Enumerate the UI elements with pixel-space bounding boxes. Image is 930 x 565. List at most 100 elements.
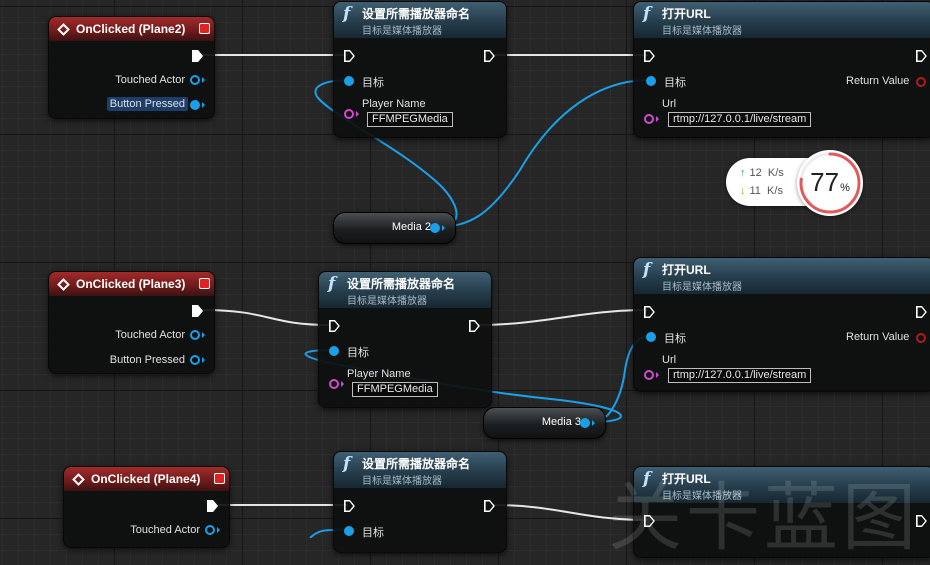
media-variable-node[interactable]: Media 2 bbox=[333, 212, 456, 244]
event-node-plane4[interactable]: OnClicked (Plane4) Touched Actor bbox=[63, 466, 230, 548]
target-label: 目标 bbox=[664, 333, 686, 345]
button-pressed-label: Button Pressed bbox=[106, 97, 188, 111]
touched-actor-pin[interactable] bbox=[205, 525, 215, 535]
function-subtitle: 目标是媒体播放器 bbox=[662, 491, 742, 502]
pin-arrow-icon bbox=[656, 372, 659, 378]
touched-actor-label: Touched Actor bbox=[115, 74, 185, 86]
exec-in-pin[interactable] bbox=[344, 500, 355, 512]
set-player-name-node[interactable]: f 设置所需播放器命名 目标是媒体播放器 目标 Player Name FFMP… bbox=[318, 271, 492, 408]
event-node-plane3[interactable]: OnClicked (Plane3) Touched Actor Button … bbox=[48, 271, 215, 374]
touched-actor-pin[interactable] bbox=[190, 75, 200, 85]
exec-in-pin[interactable] bbox=[644, 50, 655, 62]
return-value-label: Return Value bbox=[846, 331, 910, 343]
target-pin[interactable] bbox=[646, 332, 656, 342]
exec-in-pin[interactable] bbox=[329, 320, 340, 332]
delegate-pin-icon[interactable] bbox=[214, 473, 225, 484]
upload-arrow-icon: ↑ bbox=[740, 167, 746, 179]
pin-arrow-icon bbox=[202, 332, 205, 338]
function-title: 设置所需播放器命名 bbox=[362, 457, 471, 471]
variable-label: Media 2 bbox=[391, 221, 431, 233]
pin-arrow-icon bbox=[356, 111, 359, 117]
pin-arrow-icon bbox=[202, 357, 205, 363]
exec-out-pin[interactable] bbox=[484, 500, 495, 512]
pin-arrow-icon bbox=[656, 116, 659, 122]
exec-in-pin[interactable] bbox=[644, 515, 655, 527]
function-node-header: f 设置所需播放器命名 目标是媒体播放器 bbox=[319, 272, 491, 308]
function-node-header: f 打开URL 目标是媒体播放器 bbox=[634, 467, 930, 503]
event-node-header: OnClicked (Plane2) bbox=[49, 17, 214, 41]
return-value-pin[interactable] bbox=[916, 333, 926, 343]
event-node-header: OnClicked (Plane4) bbox=[64, 467, 229, 491]
player-name-input[interactable]: FFMPEGMedia bbox=[352, 382, 438, 397]
function-icon: f bbox=[343, 4, 351, 24]
function-node-header: f 打开URL 目标是媒体播放器 bbox=[634, 2, 930, 38]
function-icon: f bbox=[643, 260, 651, 280]
exec-in-pin[interactable] bbox=[344, 50, 355, 62]
function-subtitle: 目标是媒体播放器 bbox=[662, 26, 742, 37]
touched-actor-label: Touched Actor bbox=[130, 524, 200, 536]
open-url-node[interactable]: f 打开URL 目标是媒体播放器 bbox=[633, 466, 930, 558]
delegate-pin-icon[interactable] bbox=[199, 23, 210, 34]
exec-wire bbox=[476, 309, 649, 326]
event-diamond-icon bbox=[57, 277, 70, 291]
event-node-header: OnClicked (Plane3) bbox=[49, 272, 214, 296]
button-pressed-pin[interactable] bbox=[190, 355, 200, 365]
url-pin[interactable] bbox=[644, 370, 654, 380]
download-arrow-icon: ↓ bbox=[740, 185, 746, 197]
function-subtitle: 目标是媒体播放器 bbox=[662, 282, 742, 293]
function-icon: f bbox=[643, 4, 651, 24]
set-player-name-node[interactable]: f 设置所需播放器命名 目标是媒体播放器 目标 Player Name FFMP… bbox=[333, 1, 507, 138]
url-pin[interactable] bbox=[644, 114, 654, 124]
variable-out-pin[interactable] bbox=[580, 418, 590, 428]
open-url-node[interactable]: f 打开URL 目标是媒体播放器 目标 Return Value Url rtm… bbox=[633, 1, 930, 138]
exec-out-pin[interactable] bbox=[484, 50, 495, 62]
touched-actor-pin[interactable] bbox=[190, 330, 200, 340]
pin-arrow-icon bbox=[341, 381, 344, 387]
button-pressed-label: Button Pressed bbox=[109, 354, 185, 366]
delegate-pin-icon[interactable] bbox=[199, 278, 210, 289]
function-icon: f bbox=[643, 469, 651, 489]
event-node-plane2[interactable]: OnClicked (Plane2) Touched Actor Button … bbox=[48, 16, 215, 119]
player-name-pin[interactable] bbox=[344, 109, 354, 119]
gauge-ring bbox=[799, 152, 861, 214]
target-pin[interactable] bbox=[646, 76, 656, 86]
exec-in-pin[interactable] bbox=[644, 306, 655, 318]
function-node-header: f 设置所需播放器命名 目标是媒体播放器 bbox=[334, 2, 506, 38]
return-value-label: Return Value bbox=[846, 75, 910, 87]
set-player-name-node[interactable]: f 设置所需播放器命名 目标是媒体播放器 目标 bbox=[333, 451, 507, 553]
button-pressed-pin[interactable] bbox=[190, 100, 200, 110]
function-icon: f bbox=[343, 454, 351, 474]
event-title: OnClicked (Plane3) bbox=[76, 277, 186, 291]
exec-out-pin[interactable] bbox=[469, 320, 480, 332]
pin-arrow-icon bbox=[202, 102, 205, 108]
target-pin[interactable] bbox=[329, 346, 339, 356]
pin-arrow-icon bbox=[442, 225, 445, 231]
exec-out-pin[interactable] bbox=[192, 50, 203, 62]
function-subtitle: 目标是媒体播放器 bbox=[362, 26, 442, 37]
exec-out-pin[interactable] bbox=[916, 515, 927, 527]
function-title: 打开URL bbox=[662, 263, 711, 277]
function-title: 打开URL bbox=[662, 472, 711, 486]
variable-out-pin[interactable] bbox=[430, 223, 440, 233]
exec-out-pin[interactable] bbox=[207, 500, 218, 512]
exec-out-pin[interactable] bbox=[916, 306, 927, 318]
download-speed: ↓11 K/s bbox=[740, 185, 783, 197]
usage-percent: 77% bbox=[810, 167, 850, 197]
open-url-node[interactable]: f 打开URL 目标是媒体播放器 目标 Return Value Url rtm… bbox=[633, 257, 930, 392]
function-subtitle: 目标是媒体播放器 bbox=[347, 296, 427, 307]
target-label: 目标 bbox=[362, 77, 384, 89]
exec-out-pin[interactable] bbox=[916, 50, 927, 62]
return-value-pin[interactable] bbox=[916, 77, 926, 87]
target-pin[interactable] bbox=[344, 76, 354, 86]
target-pin[interactable] bbox=[344, 526, 354, 536]
player-name-pin[interactable] bbox=[329, 379, 339, 389]
url-input[interactable]: rtmp://127.0.0.1/live/stream bbox=[668, 112, 812, 127]
player-name-label: Player Name bbox=[362, 98, 426, 110]
usage-gauge[interactable]: 77% bbox=[797, 150, 863, 216]
url-input[interactable]: rtmp://127.0.0.1/live/stream bbox=[668, 368, 812, 383]
player-name-input[interactable]: FFMPEGMedia bbox=[367, 112, 453, 127]
event-diamond-icon bbox=[72, 472, 85, 486]
function-title: 设置所需播放器命名 bbox=[347, 277, 456, 291]
media-variable-node[interactable]: Media 3 bbox=[483, 407, 606, 439]
exec-out-pin[interactable] bbox=[192, 305, 203, 317]
